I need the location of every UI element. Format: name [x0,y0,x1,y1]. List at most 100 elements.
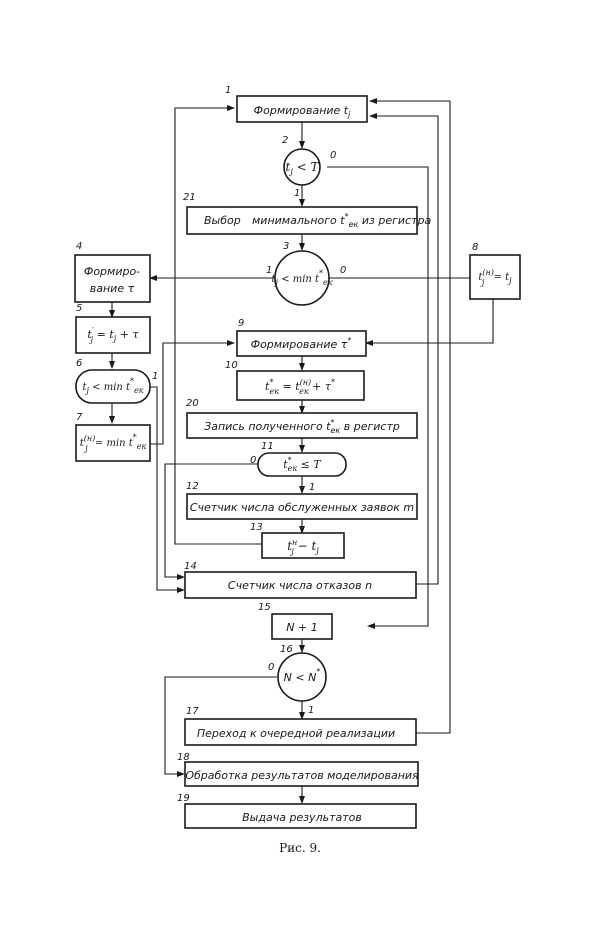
block-6-yes-label: 1 [152,371,158,382]
arrow-6-to-14 [150,386,185,593]
arrow-2-to-15 [327,166,429,629]
block-7-number: 7 [76,412,83,423]
block-15-number: 15 [258,602,271,613]
block-8-formula: t(н)j = tj [478,268,512,287]
block-20-write-register: 20 Запись полученного t*ек в регистр [186,398,418,439]
block-12-served-counter: 12 Счетчик числа обслуженных заявок m [186,481,418,520]
block-9-frame [236,330,367,357]
block-16-number: 16 [280,644,293,655]
block-15-label: N + 1 [286,621,317,634]
block-19-output: 19 Выдача результатов [177,793,417,829]
arrow-11-to-14 [164,463,258,580]
block-17-frame [184,718,417,746]
block-13-frame [261,532,345,559]
block-19-number: 19 [177,793,190,804]
block-9-label: Формирование τ* [251,336,352,351]
block-20-frame [186,412,418,439]
block-4-number: 4 [76,241,82,252]
block-1-number: 1 [225,85,231,96]
block-9-form-tau-star: 9 Формирование τ* [236,318,367,357]
block-14-refusal-counter: 14 Счетчик числа отказов n [184,561,417,599]
arrow-13-to-1 [174,105,262,545]
block-3-no-label: 0 [340,265,346,276]
block-1-form-tj: 1 Формирование tj [225,85,368,123]
block-16-frame [277,652,327,702]
block-16-yes-label: 1 [308,705,314,716]
block-17-next-run: 17 Переход к очередной реализации [184,706,417,746]
block-10-formula: 10 t*ек = t(н)ек + τ* [225,360,365,401]
block-2-decision: 2 tj < T 0 1 [282,135,336,199]
block-2-yes-label: 1 [294,188,300,199]
block-12-frame [186,493,418,520]
block-4-frame [74,254,151,303]
block-3-decision: 3 tj < min t*ек 1 0 [266,241,346,306]
block-3-number: 3 [283,241,289,252]
block-6-number: 6 [76,358,82,369]
block-10-formula-text: t*ек = t(н)ек + τ* [265,378,335,396]
block-3-frame [274,250,330,306]
block-1-label: Формирование tj [254,104,351,119]
block-21-label-a: Выбор [204,214,241,227]
block-4-form-tau: 4 Формиро- вание τ [74,241,151,303]
block-5-formula-text: t′j = tj + τ [87,326,139,344]
block-7-formula: 7 t(н)j = min t*ек [75,412,151,462]
block-13-number: 13 [250,522,263,533]
arrow-14-to-1 [369,113,439,585]
block-15-increment: 15 N + 1 [258,602,333,640]
block-19-frame [184,803,417,829]
block-11-number: 11 [261,441,274,452]
block-11-frame [257,452,347,477]
figure-caption: Рис. 9. [279,841,321,855]
block-8-number: 8 [472,242,478,253]
block-17-number: 17 [186,706,199,717]
block-16-no-label: 0 [268,662,274,673]
block-3-condition: tj < min t*ек [271,269,332,287]
block-16-condition: N < N* [284,667,321,684]
block-11-yes-label: 1 [309,482,315,493]
block-18-processing: 18 Обработка результатов моделирования [177,752,419,787]
block-7-frame [75,424,151,462]
block-21-number: 21 [183,192,196,203]
block-17-label: Переход к очередной реализации [197,727,395,740]
block-12-label: Счетчик числа обслуженных заявок m [190,501,414,514]
block-14-frame [184,571,417,599]
block-8-assign: 8 t(н)j = tj [469,242,521,300]
block-18-label: Обработка результатов моделирования [185,769,419,782]
block-2-number: 2 [282,135,288,146]
block-2-condition: tj < T [286,160,320,176]
block-21-select-min: 21 Выбор минимального t*ек из регистра [183,192,431,235]
block-6-frame [75,369,151,404]
block-3-yes-label: 1 [266,265,272,276]
block-4-line1: Формиро- [84,265,140,278]
block-7-formula-text: t(н)j = min t*ек [80,433,147,453]
block-11-no-label: 0 [250,455,256,466]
block-2-no-label: 0 [330,150,336,161]
arrow-8-to-9 [365,299,494,346]
block-14-label: Счетчик числа отказов n [228,579,372,592]
block-16-decision: 16 N < N* 0 1 [268,644,327,716]
block-21-frame [186,206,418,235]
connectors [109,98,494,804]
block-20-number: 20 [186,398,199,409]
block-19-label: Выдача результатов [242,811,362,824]
block-8-frame [469,254,521,300]
block-14-number: 14 [184,561,197,572]
block-15-frame [271,613,333,640]
block-5-frame [75,316,151,354]
block-21-label-b: минимального t*ек из регистра [252,212,431,229]
arrow-17-to-1 [369,98,451,734]
block-10-number: 10 [225,360,238,371]
block-9-number: 9 [238,318,244,329]
arrow-16-to-18 [164,676,277,777]
block-11-condition: t*ек ≤ T [283,456,322,473]
block-10-frame [236,370,365,401]
block-20-label: Запись полученного t*ек в регистр [204,418,400,435]
block-12-number: 12 [186,481,199,492]
block-6-decision: 6 tj < min t*ек 1 [75,358,158,404]
block-5-formula: 5 t′j = tj + τ [75,303,151,354]
block-4-line2: вание τ [90,282,135,295]
block-5-number: 5 [76,303,82,314]
